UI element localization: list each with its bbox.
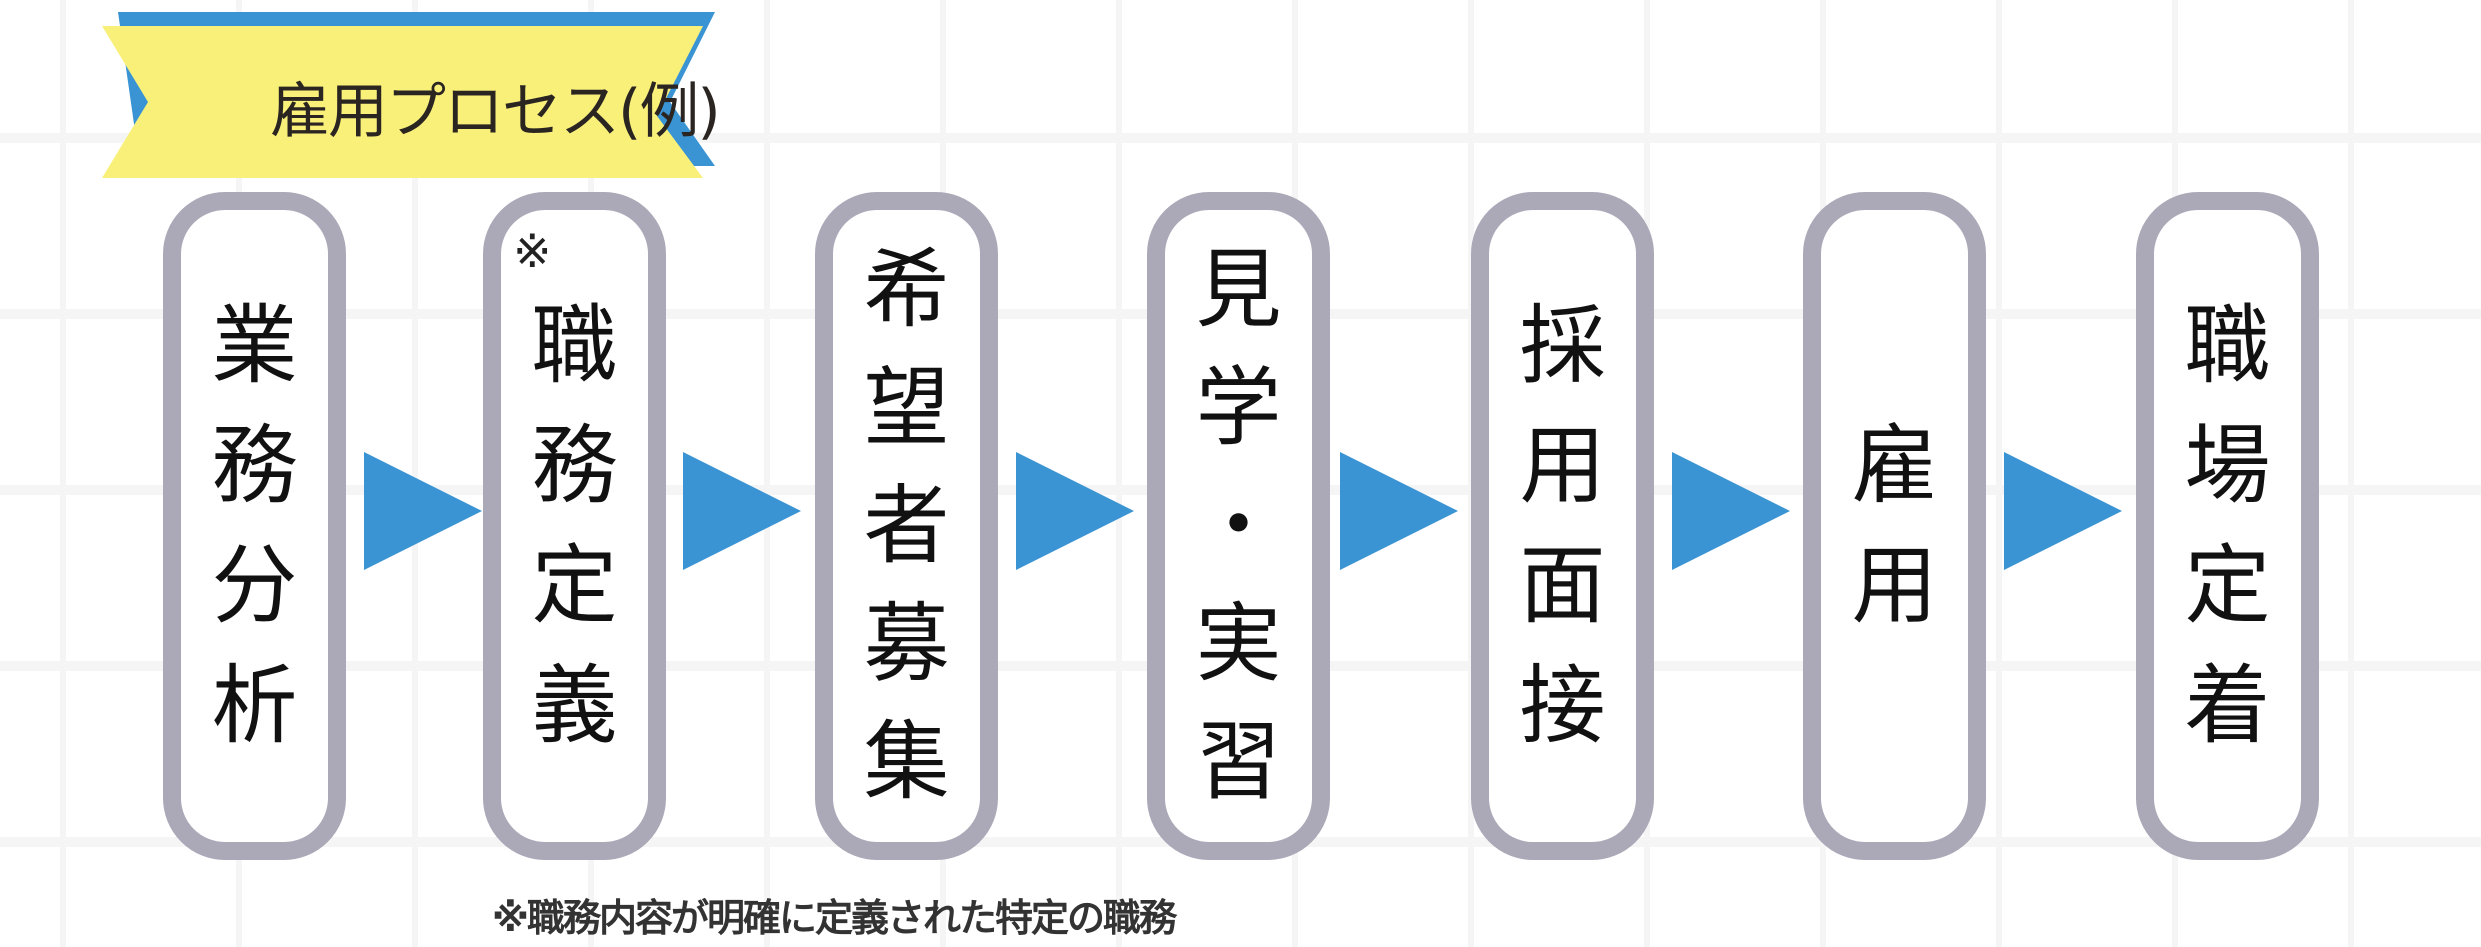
step-char: 場 (2184, 416, 2271, 516)
banner-title: 雇用プロセス(例) (270, 77, 721, 147)
step-char: 用 (1519, 416, 1606, 516)
step-retention: 職 場 定 着 (2136, 192, 2319, 860)
step-char: 学 (1195, 358, 1282, 458)
step-employment: 雇 用 (1803, 192, 1986, 860)
step-char: 定 (531, 536, 618, 636)
step-char: 希 (863, 240, 950, 340)
step-char: 業 (211, 296, 298, 396)
footnote: ※職務内容が明確に定義された特定の職務 (492, 896, 1177, 940)
step-char: 集 (863, 712, 950, 812)
arrow-right-icon (1340, 452, 1458, 570)
step-char: 定 (2184, 536, 2271, 636)
step-char: 用 (1851, 536, 1938, 636)
step-char: 務 (211, 416, 298, 516)
title-banner: 雇用プロセス(例) (100, 12, 721, 182)
step-tour-internship: 見 学 ・ 実 習 (1147, 192, 1330, 860)
step-char: 着 (2184, 656, 2271, 756)
arrow-right-icon (2004, 452, 2122, 570)
step-job-definition: ※ 職 務 定 義 (483, 192, 666, 860)
step-recruitment: 希 望 者 募 集 (815, 192, 998, 860)
step-char: 分 (211, 536, 298, 636)
step-char: 職 (2184, 296, 2271, 396)
step-char: 望 (863, 358, 950, 458)
step-char: 習 (1195, 712, 1282, 812)
step-char: 採 (1519, 296, 1606, 396)
step-interview: 採 用 面 接 (1471, 192, 1654, 860)
step-char: 義 (531, 656, 618, 756)
step-char: 析 (211, 656, 298, 756)
reference-mark: ※ (513, 224, 552, 278)
arrow-right-icon (364, 452, 482, 570)
arrow-right-icon (683, 452, 801, 570)
step-char: 実 (1195, 594, 1282, 694)
step-char: 雇 (1851, 416, 1938, 516)
banner-ribbon-shape (102, 12, 715, 178)
step-char: 務 (531, 416, 618, 516)
step-char: ・ (1195, 476, 1282, 576)
step-char: 見 (1195, 240, 1282, 340)
arrow-right-icon (1672, 452, 1790, 570)
step-business-analysis: 業 務 分 析 (163, 192, 346, 860)
step-char: 接 (1519, 656, 1606, 756)
step-char: 募 (863, 594, 950, 694)
step-char: 面 (1519, 536, 1606, 636)
step-char: 者 (863, 476, 950, 576)
step-char: 職 (531, 296, 618, 396)
arrow-right-icon (1016, 452, 1134, 570)
